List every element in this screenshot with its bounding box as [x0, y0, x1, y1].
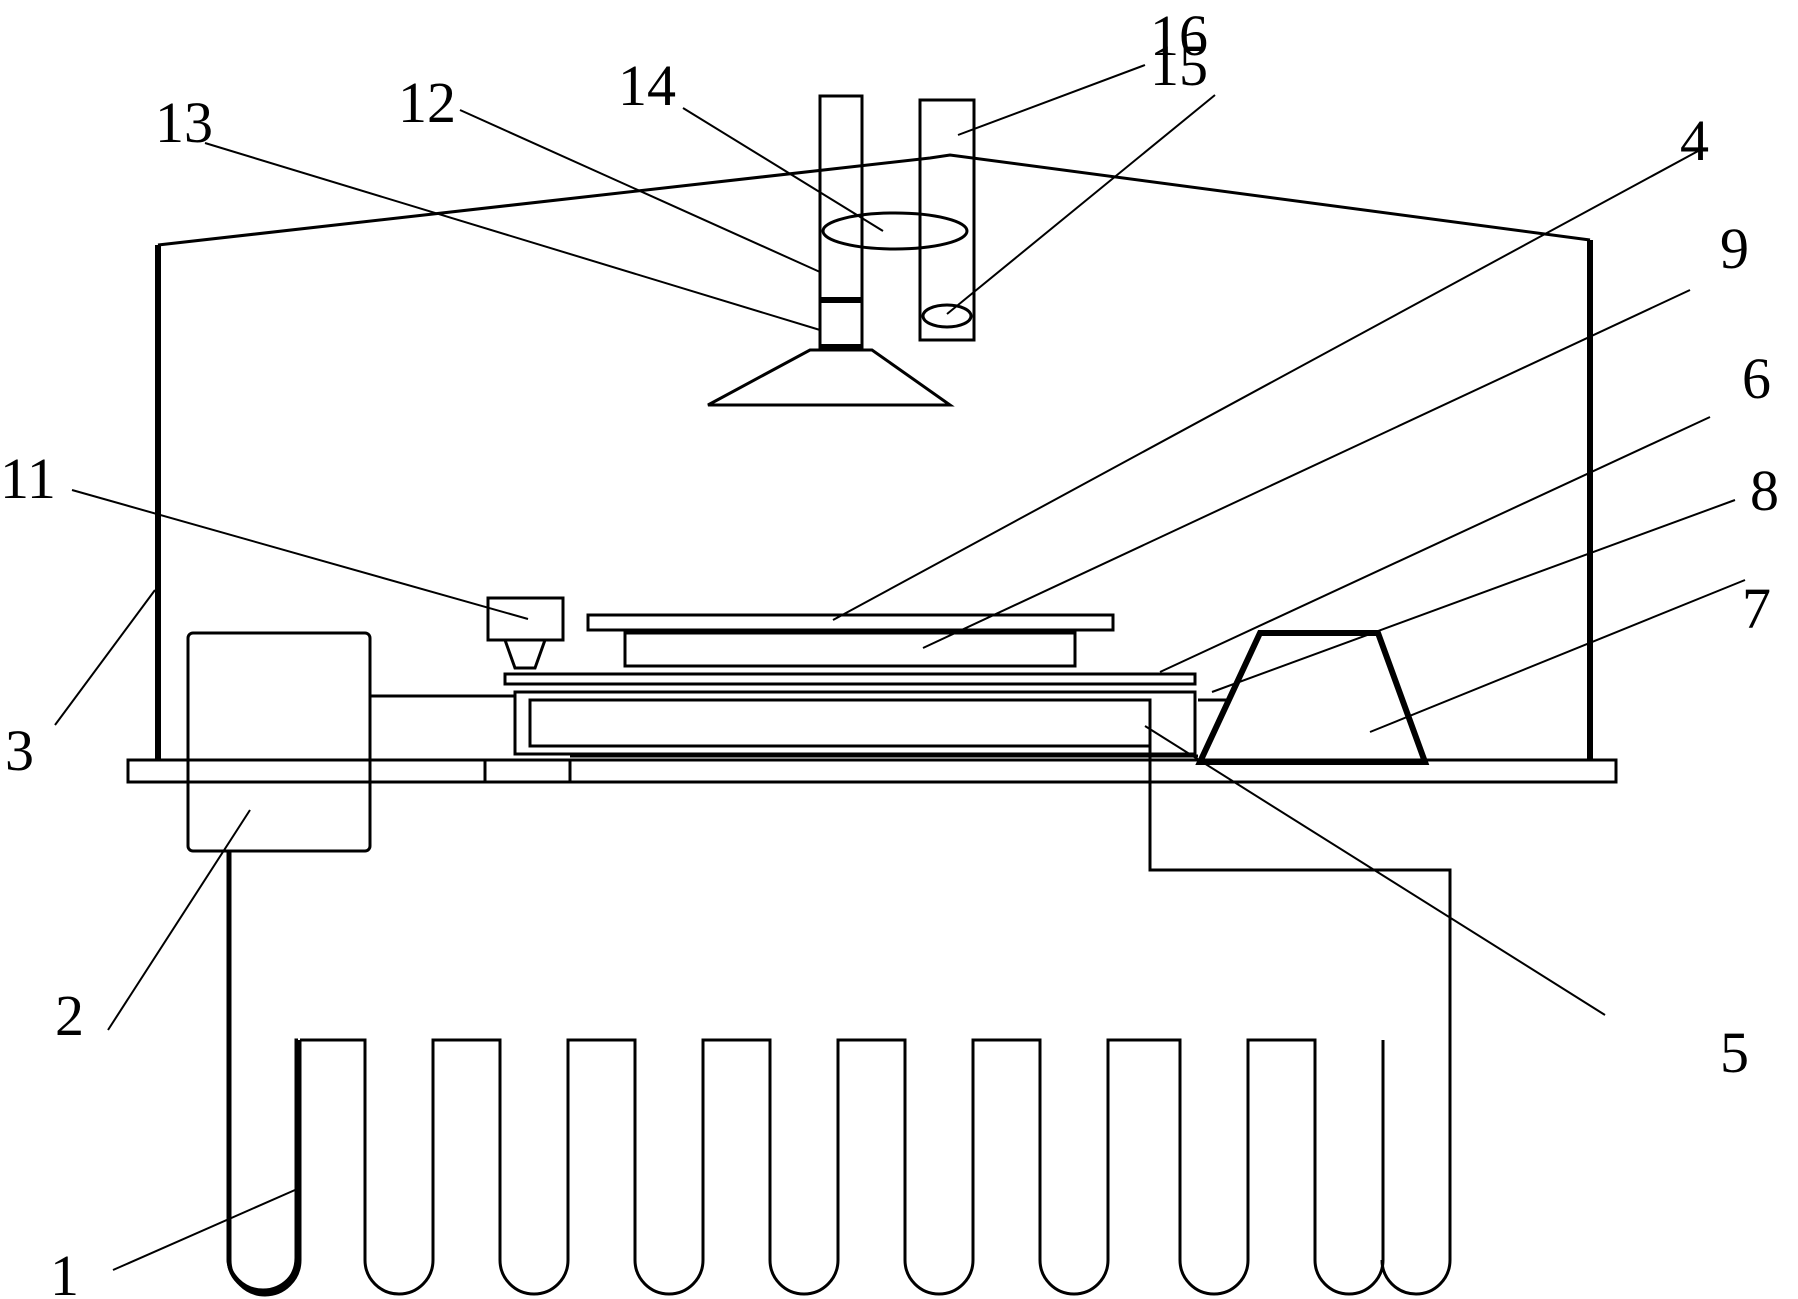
trapezoid-block [1195, 630, 1430, 765]
tube-right [918, 98, 976, 342]
tube-left [818, 94, 864, 350]
label-3: 3 [5, 718, 34, 783]
label-9: 9 [1720, 216, 1749, 281]
label-13: 13 [155, 90, 213, 155]
nozzle-tip [502, 638, 548, 670]
plate-six [503, 672, 1197, 686]
base-plate [126, 758, 1618, 784]
plate-nine [623, 631, 1077, 668]
serpentine-coil [226, 851, 300, 1295]
label-14: 14 [618, 53, 676, 118]
label-7: 7 [1742, 576, 1771, 641]
outer-tray [513, 690, 1197, 756]
label-6: 6 [1742, 346, 1771, 411]
enclosure-cover [155, 153, 1593, 760]
coil-path [226, 851, 298, 1294]
base-slot [483, 758, 572, 784]
inner-tray [528, 698, 1152, 748]
coil-body [228, 851, 302, 1297]
plate-four [586, 613, 1115, 632]
label-15: 15 [1150, 33, 1208, 98]
label-5: 5 [1720, 1020, 1749, 1085]
label-11: 11 [0, 446, 56, 511]
label-8: 8 [1750, 458, 1779, 523]
coil-loops [300, 1038, 1385, 1296]
label-4: 4 [1680, 108, 1709, 173]
label-2: 2 [55, 983, 84, 1048]
return-pipe [1148, 712, 1452, 1296]
part-labels: 1 2 3 4 5 6 7 8 9 11 12 13 14 15 16 [0, 3, 1779, 1299]
label-16: 16 [1150, 3, 1208, 68]
serpentine-tube [226, 851, 300, 1292]
label-12: 12 [398, 70, 456, 135]
label-1: 1 [50, 1243, 79, 1299]
hood [707, 348, 955, 407]
leader-lines [54, 64, 1746, 1271]
ring-fourteen [821, 211, 969, 251]
ring-fifteen [921, 303, 973, 329]
control-box [186, 631, 372, 853]
